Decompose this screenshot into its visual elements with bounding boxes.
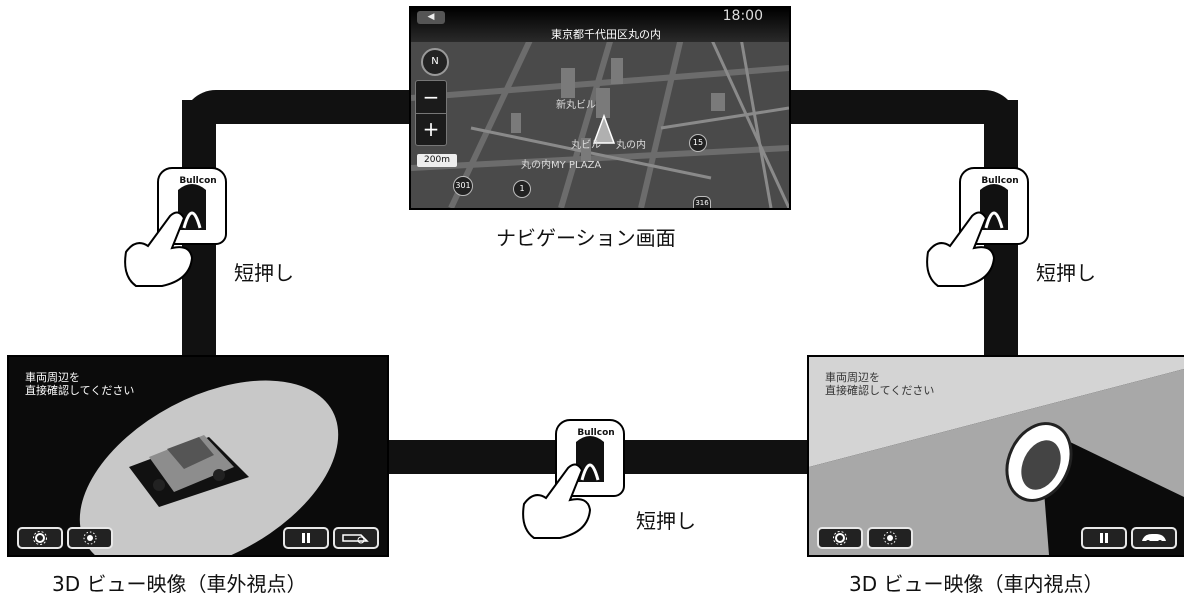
short-press-label-right: 短押し [1036, 261, 1096, 285]
view-switch-button[interactable] [333, 527, 379, 549]
bullcon-switch-icon [124, 167, 227, 287]
brand-label: Bullcon [981, 176, 1019, 186]
route-badge: 15 [689, 134, 707, 152]
view-ellipse [79, 380, 339, 555]
view-inside-caption: 3D ビュー映像（車内視点） [849, 572, 1104, 596]
track-top-left [182, 90, 412, 124]
map-label: 丸の内MY PLAZA [521, 160, 602, 171]
short-press-label-left: 短押し [234, 261, 294, 285]
view-outside-caption: 3D ビュー映像（車外視点） [52, 572, 307, 596]
bullcon-switch-icon [926, 167, 1029, 287]
gear-icon [33, 531, 47, 545]
gear-icon [833, 531, 847, 545]
zoom-controls: − + [415, 80, 447, 146]
bullcon-switch-left[interactable]: Bullcon [110, 160, 240, 290]
map-label: 新丸ビル [556, 100, 596, 111]
navigation-screen: ◀ 18:00 東京都千代田区丸の内 N − + 200m 301 1 15 3… [409, 6, 791, 210]
3d-view-inside-screen: 車両周辺を 直接確認してください [807, 355, 1184, 557]
brightness-button[interactable] [67, 527, 113, 549]
bullcon-switch-icon [522, 419, 625, 539]
bullcon-switch-bottom[interactable]: Bullcon [508, 412, 638, 542]
warning-message-line2: 直接確認してください [825, 384, 935, 397]
pause-button[interactable] [1081, 527, 1127, 549]
brightness-icon [83, 531, 97, 545]
route-badge: 1 [513, 180, 531, 198]
warning-message-line2: 直接確認してください [25, 384, 135, 397]
location-arrow-icon[interactable]: ◀ [417, 11, 445, 24]
camera-view-icon [342, 534, 369, 544]
view-switch-button[interactable] [1131, 527, 1177, 549]
nav-status-bar [411, 8, 789, 42]
warning-message-line1: 車両周辺を [825, 371, 880, 384]
route-badge: 301 [453, 176, 473, 196]
map-scale: 200m [417, 154, 457, 167]
settings-button[interactable] [17, 527, 63, 549]
compass-icon[interactable]: N [421, 48, 449, 76]
view-inside-scene [809, 357, 1184, 555]
zoom-out-button[interactable]: − [416, 81, 446, 114]
warning-message-line1: 車両周辺を [25, 371, 80, 384]
zoom-in-button[interactable]: + [422, 117, 440, 141]
nav-time: 18:00 [722, 8, 763, 24]
brand-label: Bullcon [179, 176, 217, 186]
car-view-icon [1142, 534, 1166, 544]
navigation-caption: ナビゲーション画面 [496, 226, 676, 250]
map-label: 丸の内 [616, 140, 646, 151]
brightness-button[interactable] [867, 527, 913, 549]
track-top-right [786, 90, 1018, 124]
nav-address: 東京都千代田区丸の内 [551, 28, 661, 41]
map-label: 丸ビル [571, 140, 601, 151]
brand-label: Bullcon [577, 428, 615, 438]
short-press-label-bottom: 短押し [636, 509, 696, 533]
pause-icon [1100, 533, 1108, 543]
pause-button[interactable] [283, 527, 329, 549]
pause-icon [302, 533, 310, 543]
route-badge: 316 [693, 196, 711, 208]
bullcon-switch-right[interactable]: Bullcon [912, 160, 1042, 290]
3d-view-outside-screen: 車両周辺を 直接確認してください [7, 355, 389, 557]
brightness-icon [883, 531, 897, 545]
settings-button[interactable] [817, 527, 863, 549]
